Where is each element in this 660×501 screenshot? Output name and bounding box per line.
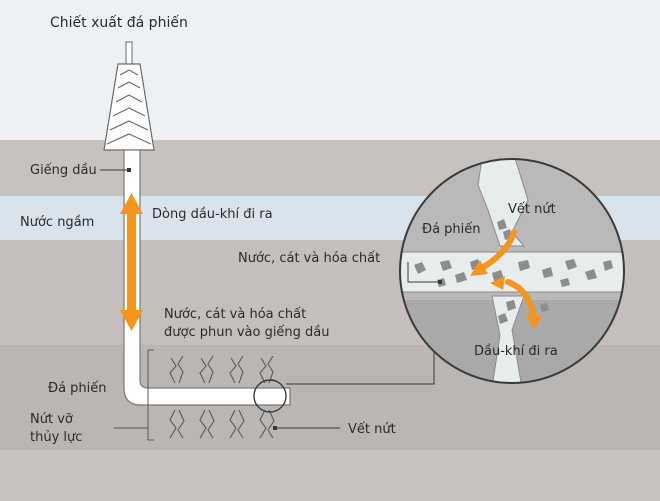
label-shale: Đá phiến <box>48 381 107 396</box>
inset-label-shale: Đá phiến <box>422 222 481 237</box>
label-crack-bottom: Vết nứt <box>348 422 396 437</box>
inset-detail <box>399 158 625 384</box>
flow-arrow-icon <box>120 193 143 331</box>
well-label-dot <box>127 168 131 172</box>
label-hydraulic-1: Nứt vỡ <box>30 412 73 427</box>
fracture-zone-bracket <box>114 349 154 441</box>
inset-label-crack: Vết nứt <box>508 202 556 217</box>
crack-label-dot <box>273 426 277 430</box>
diagram-title: Chiết xuất đá phiến <box>50 14 188 31</box>
label-injected-1: Nước, cát và hóa chất <box>164 307 306 322</box>
deep-layer <box>0 450 660 501</box>
fracture-icon <box>169 355 275 439</box>
drilling-rig-icon <box>103 41 155 151</box>
well-pipe <box>123 149 291 406</box>
magnifier-circle <box>253 379 287 413</box>
label-injected-2: được phun vào giếng dầu <box>164 325 330 340</box>
label-well: Giếng dầu <box>30 163 97 178</box>
label-oil-gas-flow: Dòng dầu-khí đi ra <box>152 207 273 222</box>
inset-label-oil-gas-out: Dầu-khí đi ra <box>474 344 558 359</box>
magnifier-connector <box>286 340 435 385</box>
inset-label-water-sand-chem: Nước, cát và hóa chất <box>238 251 380 266</box>
label-groundwater: Nước ngầm <box>20 215 94 230</box>
label-hydraulic-2: thủy lực <box>30 430 82 445</box>
